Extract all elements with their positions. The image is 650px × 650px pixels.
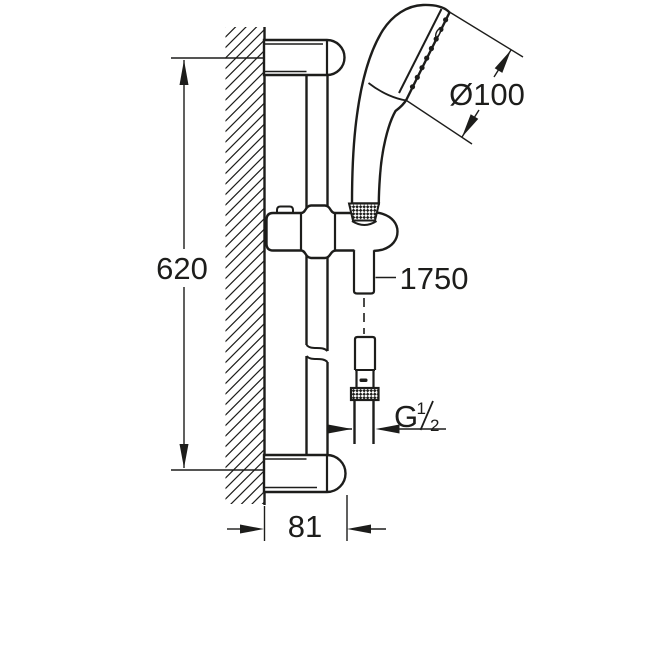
hand-shower <box>350 3 451 205</box>
wall-hatching <box>225 27 264 504</box>
top-bracket <box>262 38 346 77</box>
shower-head-outline <box>350 3 451 205</box>
head-diameter-label: Ø100 <box>449 77 525 112</box>
center-nozzle-detail <box>434 28 442 38</box>
arrowhead-right <box>347 524 371 534</box>
rail-break-upper <box>305 344 329 352</box>
head-handle-joint-line <box>367 82 407 102</box>
spray-face-inner-line <box>398 8 443 94</box>
connector-mark <box>359 378 368 382</box>
handle-knurled-nut <box>347 202 381 222</box>
dimension-hose-length: 1750 <box>375 261 469 296</box>
shower-hose <box>349 251 380 444</box>
arrowhead-right <box>375 424 400 434</box>
wall-distance-label: 81 <box>288 509 322 544</box>
arrowhead-left <box>328 424 352 434</box>
rail-tube <box>305 75 329 455</box>
spray-nozzles <box>409 17 449 90</box>
thread-label-numerator: 1 <box>417 399 426 418</box>
dimension-thread: G 1 2 <box>328 399 446 435</box>
arrowhead-lower <box>462 114 479 137</box>
dimension-wall-distance: 81 <box>227 495 386 544</box>
arrowhead-left <box>240 524 264 534</box>
slider-holder <box>265 202 399 260</box>
holder-body <box>265 204 399 260</box>
thread-label-denominator: 2 <box>430 416 439 435</box>
hose-lower-segment <box>353 335 377 370</box>
fraction-slash <box>419 400 434 431</box>
rail-break-lower <box>305 355 329 363</box>
holder-cup-rim <box>351 220 378 226</box>
thread-label-base: G <box>394 399 418 434</box>
holder-knob <box>276 205 294 213</box>
arrowhead-down <box>179 444 189 468</box>
rail-height-label: 620 <box>156 251 208 286</box>
wall-section <box>225 27 266 505</box>
hose-upper-segment <box>352 251 376 295</box>
dimension-head-diameter: Ø100 <box>406 11 525 145</box>
arrowhead-up <box>179 60 189 85</box>
bottom-bracket <box>262 453 347 494</box>
hose-knurled-nut <box>349 386 380 402</box>
arrowhead-upper <box>494 50 511 73</box>
shower-rail-assembly <box>262 38 347 494</box>
dimension-rail-height: 620 <box>156 57 264 471</box>
hose-length-label: 1750 <box>400 261 469 296</box>
